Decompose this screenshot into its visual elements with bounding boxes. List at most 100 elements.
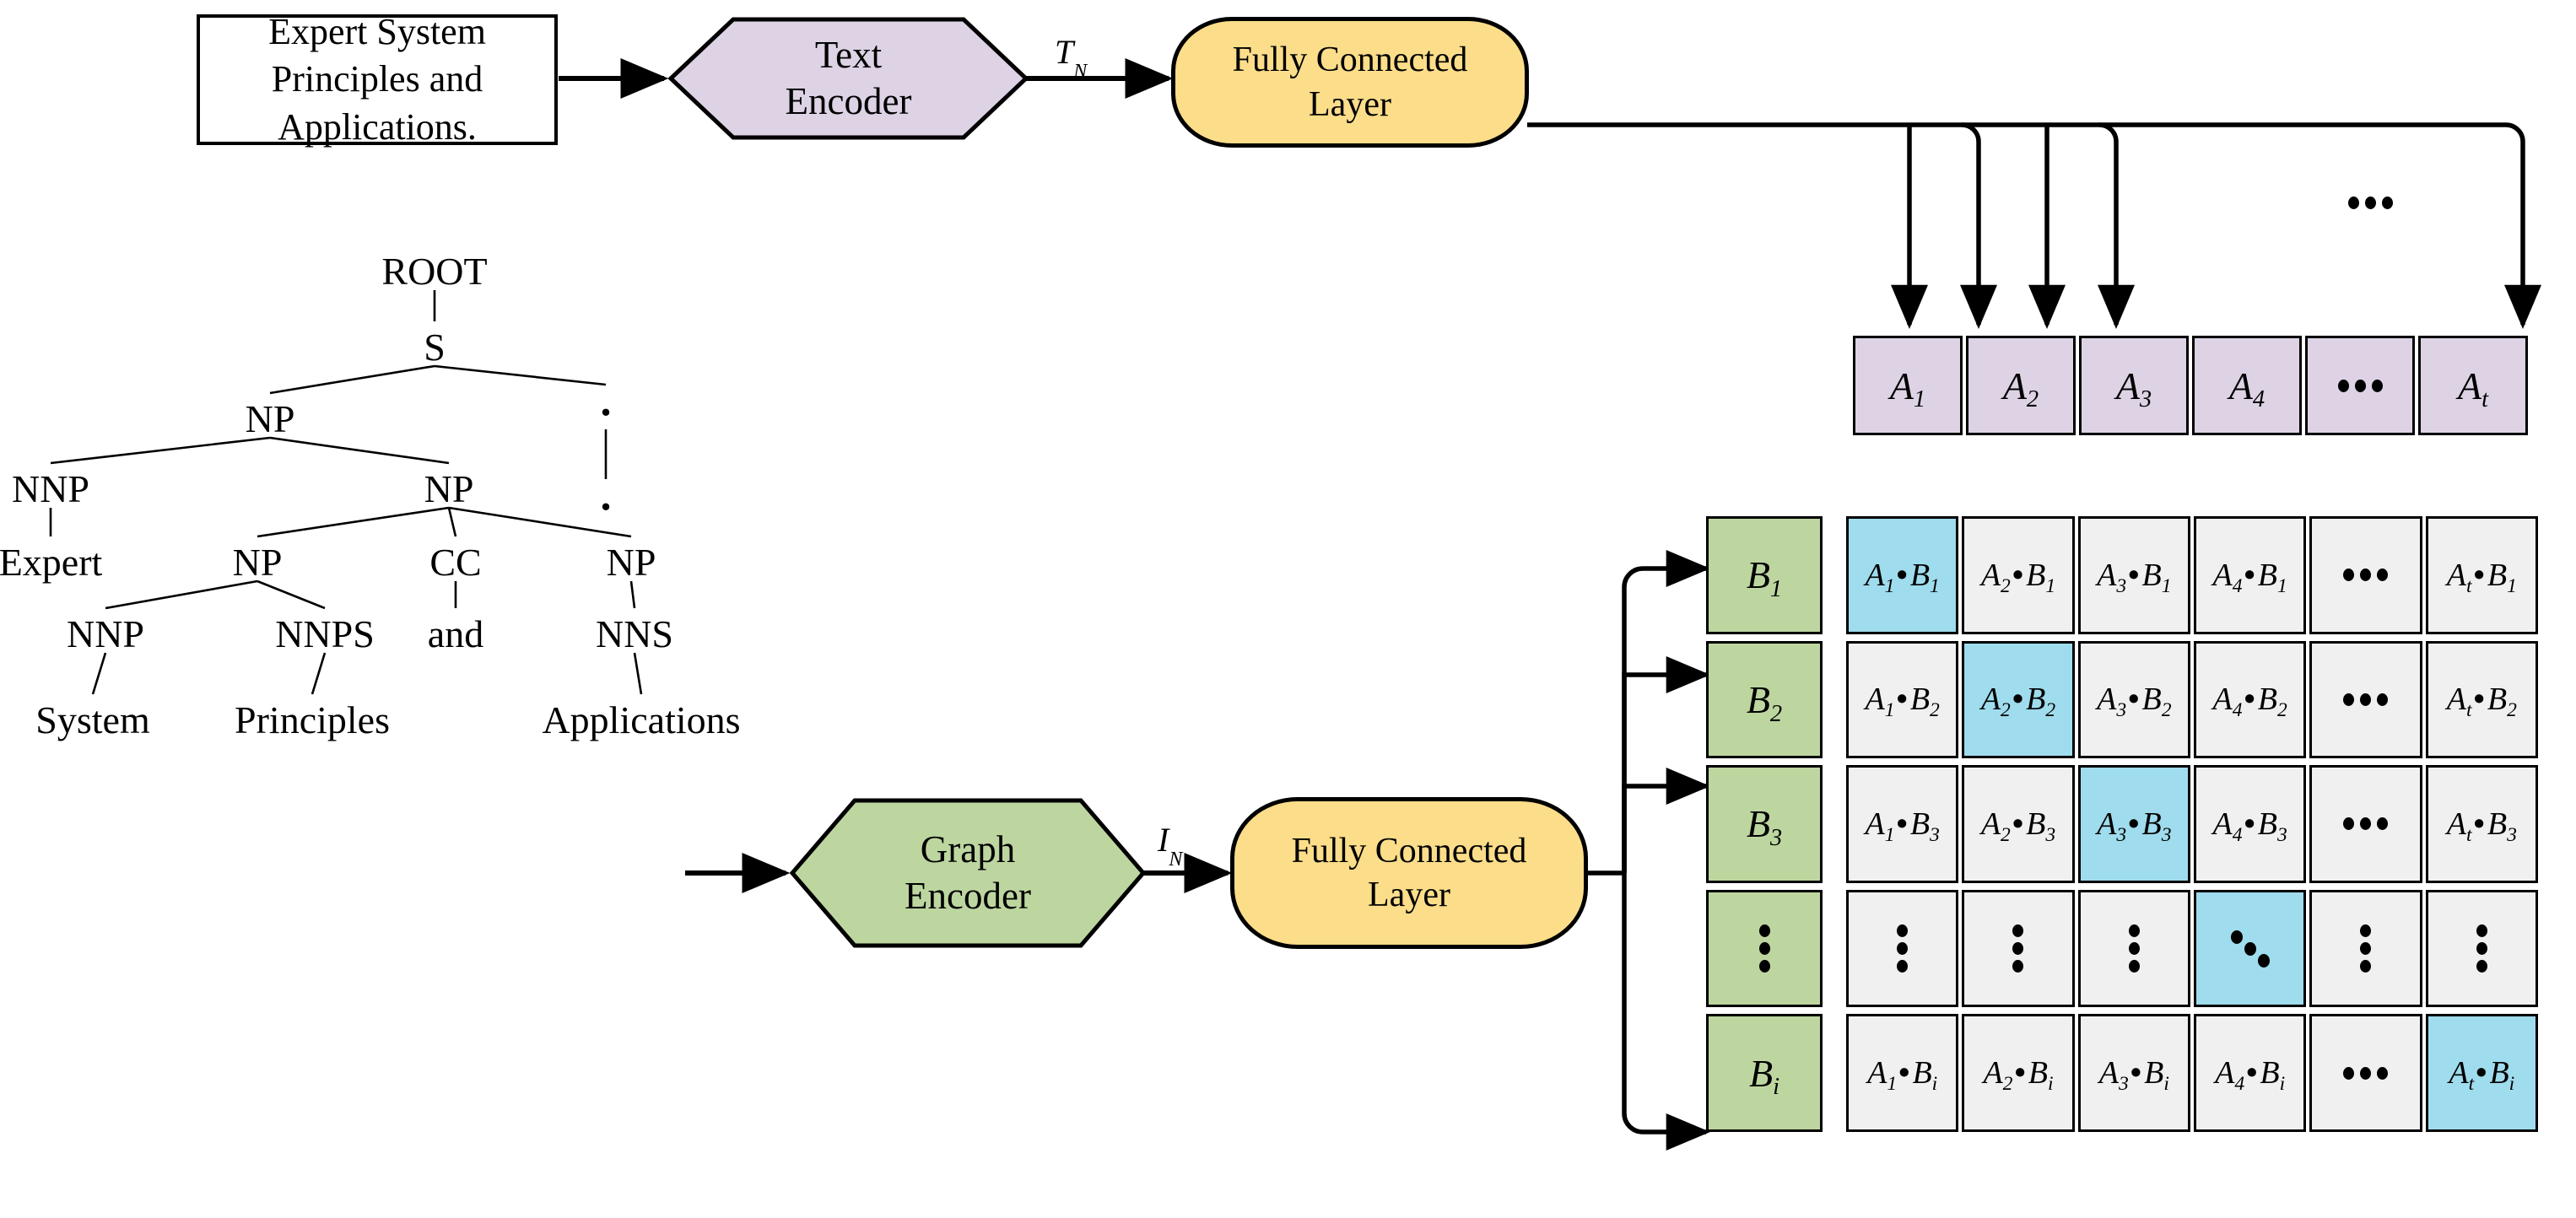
matrix-cell-r1-c3[interactable]: A3•B1 xyxy=(2077,516,2190,634)
graph-feature-cell-4[interactable] xyxy=(1706,889,1823,1008)
matrix-cell-r1-c1[interactable]: A1•B1 xyxy=(1846,516,1959,634)
graph-encoder-label: Graph Encoder xyxy=(792,800,1143,946)
matrix-cell-r2-c4[interactable]: A4•B2 xyxy=(2193,640,2307,759)
dot-product-label: A3•B2 xyxy=(2097,682,2172,722)
matrix-cell-r2-c3[interactable]: A3•B2 xyxy=(2077,640,2190,759)
text-feature-cell-3[interactable]: A3 xyxy=(2079,336,2189,435)
matrix-cell-r1-c2[interactable]: A2•B1 xyxy=(1962,516,2075,634)
tree-node-apps: Applications xyxy=(542,698,741,741)
matrix-cell-r3-c1[interactable]: A1•B3 xyxy=(1846,765,1959,883)
fc-layer-bottom-line-1: Fully Connected xyxy=(1291,831,1527,870)
matrix-cell-r5-c4[interactable]: A4•Bi xyxy=(2193,1014,2307,1132)
matrix-cell-r5-c3[interactable]: A3•Bi xyxy=(2077,1014,2190,1132)
tree-node-np1: NP xyxy=(245,397,295,440)
diagonal-ellipsis-icon xyxy=(2230,930,2270,967)
dot-product-label: At•B3 xyxy=(2446,806,2517,846)
matrix-cell-r3-c4[interactable]: A4•B3 xyxy=(2193,765,2307,883)
matrix-cell-r5-c6[interactable]: At•Bi xyxy=(2425,1014,2538,1132)
symbol-label: Bi xyxy=(1748,1051,1780,1101)
matrix-cell-r4-c5[interactable] xyxy=(2309,889,2422,1008)
matrix-cell-r1-c5[interactable] xyxy=(2309,516,2422,634)
vertical-ellipsis-icon xyxy=(2360,924,2372,973)
text-feature-cell-2[interactable]: A2 xyxy=(1966,336,2076,435)
tree-node-nns: NNS xyxy=(595,612,674,655)
fc-layer-bottom: Fully Connected Layer xyxy=(1230,797,1588,949)
fc-layer-top: Fully Connected Layer xyxy=(1171,17,1529,148)
matrix-cell-r3-c3[interactable]: A3•B3 xyxy=(2077,765,2190,883)
tree-node-princ: Principles xyxy=(235,698,390,741)
tree-node-np4: NP xyxy=(606,541,656,584)
dot-product-label: A1•B2 xyxy=(1865,682,1940,722)
fanout-branch-b1 xyxy=(1622,550,1710,873)
matrix-row-2: A1•B2 A2•B2 A3•B2 A4•B2 At•B2 xyxy=(1846,640,2538,759)
matrix-cell-r1-c4[interactable]: A4•B1 xyxy=(2193,516,2307,634)
graph-feature-cell-1[interactable]: B1 xyxy=(1706,516,1823,634)
fanout-branch-bi xyxy=(1622,873,1710,1151)
tree-node-and: and xyxy=(427,612,484,655)
horizontal-ellipsis-icon xyxy=(2343,817,2389,831)
edge-label-text-subscript: N xyxy=(1073,61,1088,84)
graph-feature-cell-5[interactable]: Bi xyxy=(1706,1014,1823,1132)
graph-encoder-line-1: Graph xyxy=(920,828,1016,871)
text-encoder-line-1: Text xyxy=(814,34,883,77)
matrix-cell-r3-c5[interactable] xyxy=(2309,765,2422,883)
graph-encoder-line-2: Encoder xyxy=(905,875,1031,917)
symbol-label: A2 xyxy=(2002,364,2039,413)
dot-product-label: A3•B3 xyxy=(2097,806,2172,846)
symbol-label: A1 xyxy=(1889,364,1926,413)
dot-product-label: At•B1 xyxy=(2446,557,2517,597)
tree-edge-s-per1 xyxy=(434,364,607,386)
vertical-ellipsis-icon xyxy=(1897,924,1909,973)
dot-product-label: A1•B3 xyxy=(1865,806,1940,846)
tree-node-cc: CC xyxy=(429,541,482,584)
matrix-row-3: A1•B3 A2•B3 A3•B3 A4•B3 At•B3 xyxy=(1846,765,2538,883)
text-feature-cell-6[interactable]: At xyxy=(2418,336,2528,435)
matrix-cell-r4-c4[interactable] xyxy=(2193,889,2307,1008)
matrix-cell-r5-c2[interactable]: A2•Bi xyxy=(1962,1014,2075,1132)
dot-product-label: At•Bi xyxy=(2449,1055,2515,1096)
tree-node-expert: Expert xyxy=(0,541,103,584)
text-feature-cell-5[interactable] xyxy=(2305,336,2415,435)
input-text-line-1: Expert System xyxy=(268,11,486,53)
dot-product-label: A1•B1 xyxy=(1865,557,1940,597)
text-feature-cell-1[interactable]: A1 xyxy=(1853,336,1963,435)
matrix-cell-r4-c3[interactable] xyxy=(2077,889,2190,1008)
tree-node-nnp2: NNP xyxy=(66,612,145,655)
fanout-branch-b2 xyxy=(1622,656,1710,873)
matrix-cell-r1-c6[interactable]: At•B1 xyxy=(2425,516,2538,634)
input-text-line-3: Applications. xyxy=(278,105,477,148)
tree-node-nnps: NNPS xyxy=(275,612,375,655)
matrix-cell-r2-c5[interactable] xyxy=(2309,640,2422,759)
edge-label-graph-base: I xyxy=(1158,821,1169,859)
tree-node-s: S xyxy=(424,326,446,369)
text-feature-cell-4[interactable]: A4 xyxy=(2192,336,2302,435)
input-text-box: Expert System Principles and Application… xyxy=(197,11,558,148)
edge-label-graph-subscript: N xyxy=(1169,849,1183,871)
matrix-cell-r5-c1[interactable]: A1•Bi xyxy=(1846,1014,1959,1132)
fanout-branch-a2 xyxy=(1960,122,1997,329)
matrix-cell-r5-c5[interactable] xyxy=(2309,1014,2422,1132)
fc-layer-top-line-1: Fully Connected xyxy=(1232,40,1468,79)
matrix-cell-r4-c6[interactable] xyxy=(2425,889,2538,1008)
matrix-cell-r2-c1[interactable]: A1•B2 xyxy=(1846,640,1959,759)
matrix-cell-r4-c1[interactable] xyxy=(1846,889,1959,1008)
symbol-label: B1 xyxy=(1746,553,1783,602)
fc-layer-bottom-line-2: Layer xyxy=(1368,876,1450,914)
edge-label-graph-features: IN xyxy=(1158,820,1182,870)
text-encoder-label: Text Encoder xyxy=(671,19,1026,137)
graph-feature-cell-2[interactable]: B2 xyxy=(1706,640,1823,759)
matrix-cell-r3-c2[interactable]: A2•B3 xyxy=(1962,765,2075,883)
tree-node-per2: · xyxy=(598,483,613,531)
matrix-cell-r2-c2[interactable]: A2•B2 xyxy=(1962,640,2075,759)
matrix-cell-r3-c6[interactable]: At•B3 xyxy=(2425,765,2538,883)
text-feature-vector: A1 A2 A3 A4 At xyxy=(1853,336,2528,435)
matrix-cell-r4-c2[interactable] xyxy=(1962,889,2075,1008)
edge-label-text-features: TN xyxy=(1055,32,1087,83)
matrix-cell-r2-c6[interactable]: At•B2 xyxy=(2425,640,2538,759)
graph-feature-cell-3[interactable]: B3 xyxy=(1706,765,1823,883)
fanout-branch-a4 xyxy=(2098,122,2135,329)
symbol-label: A4 xyxy=(2228,364,2265,413)
